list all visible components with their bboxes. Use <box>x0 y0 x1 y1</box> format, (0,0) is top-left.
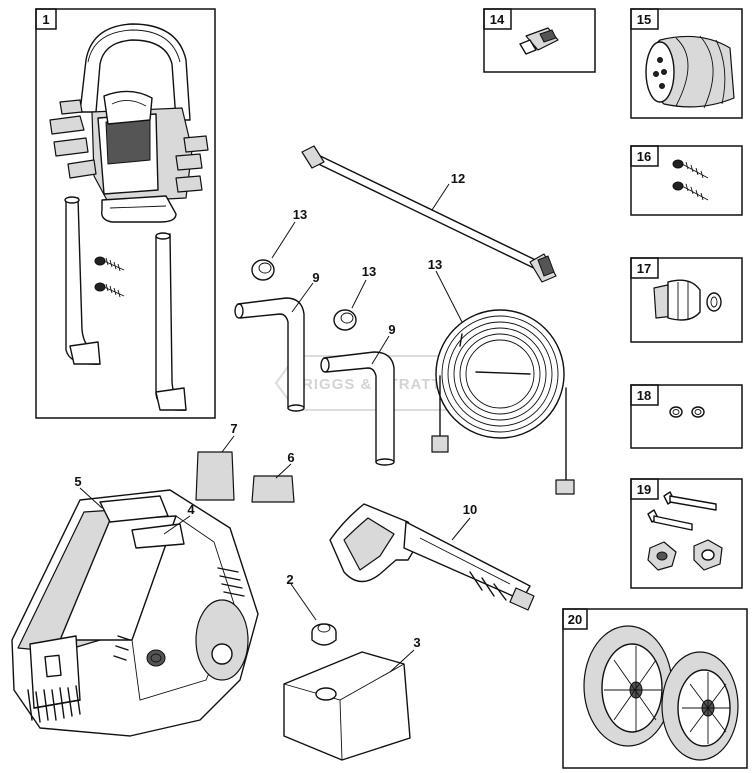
callout-12: 13 <box>428 257 442 272</box>
part-20-wheels: 20 <box>562 608 748 769</box>
part-15-box <box>630 8 743 119</box>
part-14-tag-box <box>483 8 512 30</box>
part-15-tag-box <box>630 8 659 30</box>
part-18-tag: 18 <box>637 388 651 403</box>
part-6-label: 6 <box>251 450 295 503</box>
callout-3: 3 <box>413 635 420 650</box>
part-15-tag: 15 <box>637 12 651 27</box>
part-1-tag-box <box>35 8 57 30</box>
part-18-box <box>630 384 743 449</box>
callout-10: 10 <box>463 502 477 517</box>
part-10-spray-gun: 10 <box>329 502 535 611</box>
part-3-tank: 3 <box>283 635 421 761</box>
part-1-box <box>35 8 216 419</box>
part-17-connector: 17 <box>630 257 743 343</box>
callout-13b: 13 <box>362 264 376 279</box>
callout-6: 6 <box>287 450 294 465</box>
part-20-tag-box <box>562 608 588 630</box>
callout-11: 12 <box>451 171 465 186</box>
part-19-box <box>630 478 743 589</box>
part-18-tag-box <box>630 384 659 406</box>
part-9-tubes: 9 9 <box>234 270 396 466</box>
part-11-wand: 12 <box>301 145 557 283</box>
part-17-tag: 17 <box>637 261 651 276</box>
part-20-tag: 20 <box>568 612 582 627</box>
part-20-box <box>562 608 748 769</box>
part-16-tag-box <box>630 145 659 167</box>
part-13-caps: 13 13 <box>251 207 376 331</box>
part-15-surface-cleaner: 15 <box>630 8 743 119</box>
part-14-box <box>483 8 596 73</box>
callout-4: 4 <box>187 502 195 517</box>
callout-7: 7 <box>230 421 237 436</box>
part-7-label: 7 <box>195 421 238 501</box>
part-16-tag: 16 <box>637 149 651 164</box>
main-unit-pressure-washer: 5 4 <box>11 474 259 737</box>
part-14-nozzle: 14 <box>483 8 596 73</box>
part-16-box <box>630 145 743 216</box>
part-2-cap: 2 <box>286 572 337 646</box>
part-17-box <box>630 257 743 343</box>
part-16-screws: 16 <box>630 145 743 216</box>
callout-5: 5 <box>74 474 81 489</box>
callout-2: 2 <box>286 572 293 587</box>
callout-9b: 9 <box>388 322 395 337</box>
part-19-tag-box <box>630 478 659 500</box>
part-17-tag-box <box>630 257 659 279</box>
callout-9a: 9 <box>312 270 319 285</box>
part-1-tag: 1 <box>42 12 49 27</box>
part-14-tag: 14 <box>490 12 505 27</box>
part-12-hose: 13 <box>428 257 575 495</box>
part-19-bolts-knobs: 19 <box>630 478 743 589</box>
part-18-o-rings: 18 <box>630 384 743 449</box>
callout-13a: 13 <box>293 207 307 222</box>
part-1-handle-assembly: 1 <box>35 8 216 419</box>
part-19-tag: 19 <box>637 482 651 497</box>
